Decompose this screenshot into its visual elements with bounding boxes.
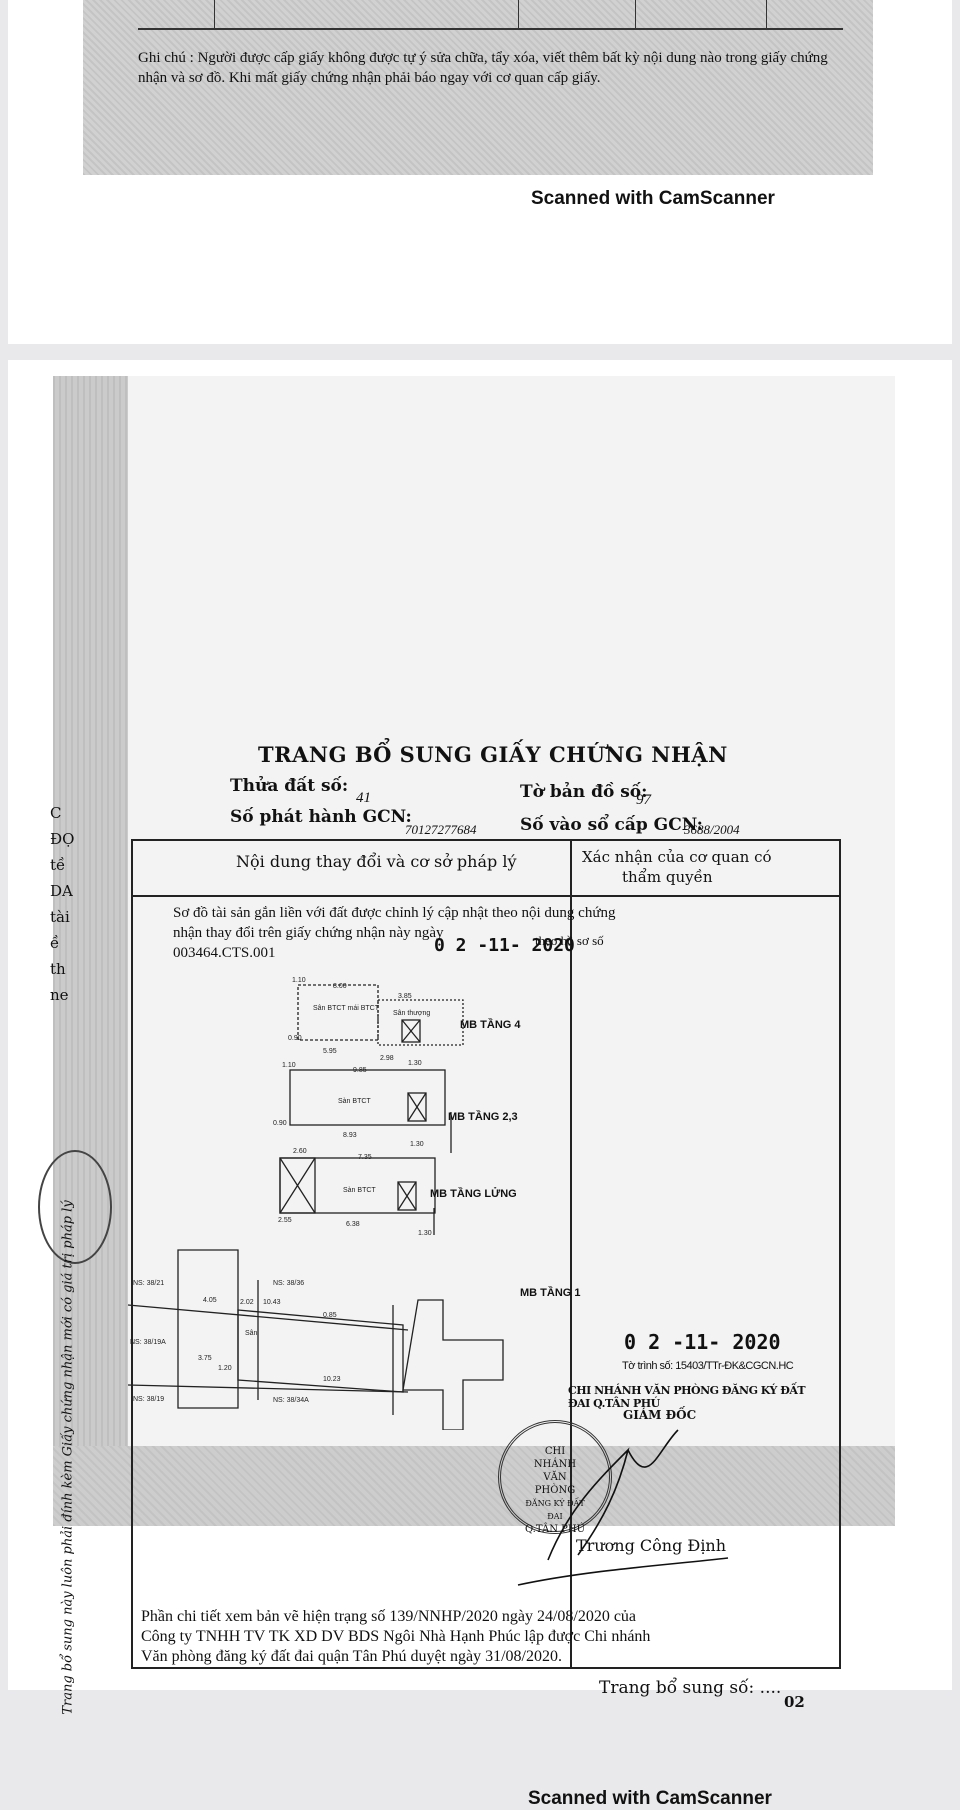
dim-f4-f: 5.95	[323, 1048, 337, 1055]
dim-f4-c: 3.85	[398, 993, 412, 1000]
dim-fl-b: 7.35	[358, 1154, 372, 1161]
stamp-date: 0 2 -11- 2020	[624, 1330, 781, 1354]
floor-label-4: MB TẦNG 4	[460, 1018, 521, 1031]
signer-name: Trương Công Định	[576, 1536, 727, 1555]
seal-line-1: CHI NHÁNH	[533, 1446, 577, 1470]
note-text: Ghi chú : Người được cấp giấy không được…	[138, 50, 828, 86]
floor-plan-drawing: 1.10 8.00 3.85 0.90 5.95 2.98 1.30 Sân B…	[127, 977, 581, 1430]
so-vao-so-value: 3688/2004	[684, 822, 740, 837]
dim-f23-b: 9.85	[353, 1067, 367, 1074]
previous-page: Ghi chú : Người được cấp giấy không được…	[8, 0, 952, 344]
official-seal: CHI NHÁNH VĂN PHÒNG ĐĂNG KÝ ĐẤT ĐAI Q.TÂ…	[498, 1420, 612, 1535]
page-title: TRANG BỔ SUNG GIẤY CHỨNG NHẬN	[258, 742, 728, 767]
dim-fl-d: 2.55	[278, 1217, 292, 1224]
dim-fl-e: 6.38	[346, 1221, 360, 1228]
footer-line2: Công ty TNHH TV TK XD DV BDS Ngôi Nhà Hạ…	[141, 1628, 651, 1645]
bottom-edge-band	[53, 1446, 895, 1526]
dim-f4-a: 1.10	[292, 977, 306, 984]
dim-f1-e: 3.75	[198, 1355, 212, 1362]
footer-line1: Phần chi tiết xem bản vẽ hiện trạng số 1…	[141, 1608, 637, 1625]
dim-f4-b: 8.00	[333, 983, 347, 990]
neighbor-3: NS: 38/19	[133, 1396, 164, 1403]
to-ban-do-label: Tờ bản đồ số:	[520, 782, 648, 802]
f1-room: Sân	[245, 1330, 258, 1337]
content-line2-tail: theo hồ sơ số	[535, 933, 604, 948]
giam-doc: GIÁM ĐỐC	[623, 1408, 697, 1422]
dim-f23-e: 8.93	[343, 1132, 357, 1139]
neighbor-4: NS: 38/36	[273, 1280, 304, 1287]
trang-bo-sung: Trang bổ sung số: ....	[599, 1678, 782, 1698]
col2-header-line1: Xác nhận của cơ quan có	[582, 848, 772, 866]
neighbor-5: NS: 38/34A	[273, 1397, 309, 1404]
floor-label-23: MB TẦNG 2,3	[448, 1110, 518, 1123]
dim-f1-f: 1.20	[218, 1365, 232, 1372]
seal-line-4: Q.TÂN PHÚ	[524, 1524, 586, 1535]
chi-nhanh: CHI NHÁNH VĂN PHÒNG ĐĂNG KÝ ĐẤT ĐAI Q.TÂ…	[568, 1384, 806, 1410]
dim-f1-b: 2.02	[240, 1299, 254, 1306]
dim-f4-h: 1.30	[408, 1060, 422, 1067]
to-trinh: Tờ trình số: 15403/TTr-ĐK&CGCN.HC	[622, 1360, 794, 1372]
col1-header: Nội dung thay đổi và cơ sở pháp lý	[236, 852, 517, 871]
scanned-document	[53, 376, 895, 1526]
dim-f23-d: 0.90	[273, 1120, 287, 1127]
dim-f4-e: 0.90	[288, 1035, 302, 1042]
side-note: Trang bổ sung này luôn phải đính kèm Giấ…	[60, 1200, 76, 1715]
dim-fl-f: 1.30	[418, 1230, 432, 1237]
camscanner-watermark: Scanned with CamScanner	[531, 188, 775, 209]
so-phat-hanh-label: Số phát hành GCN:	[230, 807, 412, 827]
camscanner-watermark-2: Scanned with CamScanner	[528, 1788, 772, 1809]
floor-label-1: MB TẦNG 1	[520, 1286, 581, 1299]
dim-f23-a: 1.10	[282, 1062, 296, 1069]
content-line1: Sơ đồ tài sản gắn liền với đất được chỉn…	[173, 905, 616, 921]
change-table	[131, 839, 841, 1669]
so-vao-so-label: Số vào sổ cấp GCN:	[520, 815, 703, 835]
edge-seal	[38, 1150, 112, 1264]
so-phat-hanh-value: 70127277684	[405, 822, 477, 837]
dim-f1-d: 0.85	[323, 1312, 337, 1319]
dim-f4-g: 2.98	[380, 1055, 394, 1062]
dim-f23-f: 1.30	[410, 1141, 424, 1148]
neighbor-1: NS: 38/21	[133, 1280, 164, 1287]
floor-label-lung: MB TẦNG LỬNG	[430, 1187, 517, 1200]
thua-dat-value: 41	[356, 790, 371, 806]
left-edge-band	[53, 376, 128, 1526]
f4-room1: Sân BTCT mái BTCT	[313, 1005, 380, 1012]
to-ban-do-value: 97	[636, 792, 651, 808]
seal-line-3: ĐĂNG KÝ ĐẤT ĐAI	[525, 1499, 585, 1521]
thua-dat-label: Thửa đất số:	[230, 776, 349, 796]
table-bottom-border	[138, 28, 843, 30]
f23-room: Sàn BTCT	[338, 1098, 371, 1105]
neighbor-2: NS: 38/19A	[130, 1339, 166, 1346]
dim-f1-h: 10.23	[323, 1376, 341, 1383]
dim-f1-c: 10.43	[263, 1299, 281, 1306]
dim-f1-a: 4.05	[203, 1297, 217, 1304]
page-number: 02	[784, 1693, 805, 1711]
seal-line-2: VĂN PHÒNG	[534, 1472, 576, 1496]
content-line2: nhận thay đổi trên giấy chứng nhận này n…	[173, 925, 444, 941]
signature	[517, 1429, 729, 1586]
content-line3: 003464.CTS.001	[173, 945, 276, 961]
footer-line3: Văn phòng đăng ký đất đai quận Tân Phú d…	[141, 1648, 562, 1665]
content-date: 0 2 -11- 2020	[434, 935, 575, 956]
scanned-area: Ghi chú : Người được cấp giấy không được…	[83, 0, 873, 175]
f4-room2: Sân thượng	[393, 1010, 430, 1017]
col2-header-line2: thẩm quyền	[622, 868, 713, 886]
dim-fl-a: 2.60	[293, 1148, 307, 1155]
fl-room: Sàn BTCT	[343, 1187, 376, 1194]
